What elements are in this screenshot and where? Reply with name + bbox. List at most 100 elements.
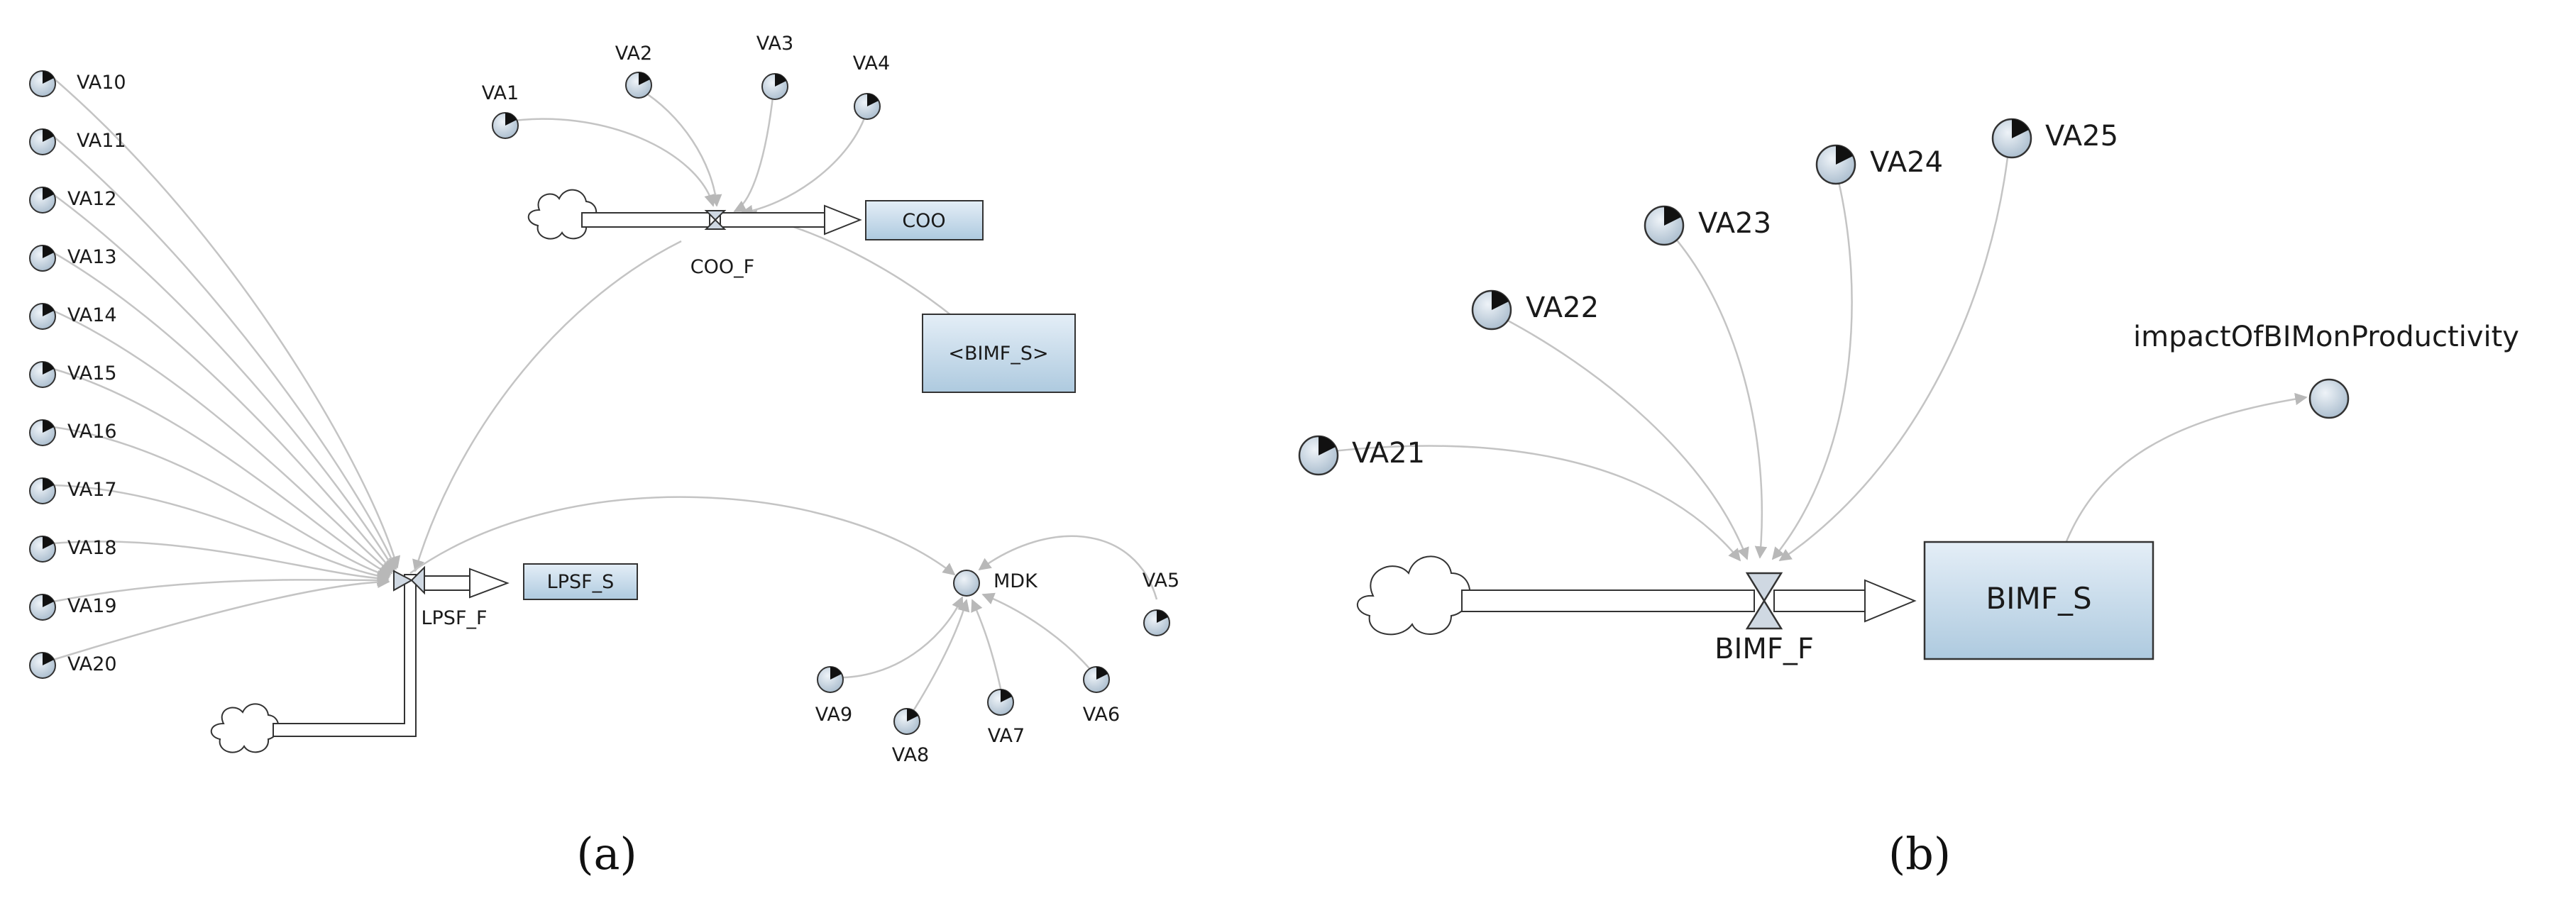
var-va5-label: VA5 <box>1143 570 1179 592</box>
stock-bimf-shadow-label: <BIMF_S> <box>948 343 1048 365</box>
panel-a-mdk-links <box>409 496 1158 717</box>
link-va23-bimf <box>1663 225 1768 559</box>
aux-impact[interactable] <box>2308 378 2350 419</box>
bimf-arrow-head <box>1864 579 1917 623</box>
var-va16-label: VA16 <box>67 421 117 443</box>
link-va1-coo <box>503 118 717 207</box>
panel-a-left-links <box>53 77 401 661</box>
var-va1[interactable] <box>492 112 519 139</box>
link-va24-bimf <box>1771 164 1853 560</box>
var-va14-label: VA14 <box>67 304 117 326</box>
link-va22-bimf <box>1491 311 1749 560</box>
link-va14-lpsf <box>53 309 393 575</box>
var-va6[interactable] <box>1083 666 1110 693</box>
link-va6-mdk <box>981 592 1094 673</box>
var-va18-label: VA18 <box>67 537 117 559</box>
panel-b-vars: VA21 VA22 VA23 VA24 VA25 <box>1298 118 2118 476</box>
stock-bimf-shadow[interactable] <box>922 314 1076 393</box>
aux-mdk[interactable] <box>953 570 980 597</box>
coo-flow-pipe <box>527 189 862 240</box>
link-va10-lpsf <box>53 77 401 569</box>
var-va13[interactable] <box>29 245 56 272</box>
panel-a: COO_F COO <BIMF_S> LPSF_F LPSF_S MDK VA1… <box>29 33 1179 880</box>
lpsf-pipe-inlet <box>273 574 417 737</box>
var-va17[interactable] <box>29 477 56 504</box>
panel-a-top-vars: VA1 VA2 VA3 VA4 <box>482 33 890 139</box>
stock-lpsf[interactable] <box>523 563 638 600</box>
var-va23[interactable] <box>1644 205 1685 246</box>
link-va16-lpsf <box>53 426 391 580</box>
var-va7-label: VA7 <box>988 725 1025 747</box>
bimf-pipe-outlet <box>1773 589 1867 612</box>
panel-a-top-links <box>412 87 955 572</box>
coo-pipe-inlet <box>581 212 710 228</box>
bimf-pipe-inlet <box>1461 589 1755 612</box>
var-va20-label: VA20 <box>67 653 117 675</box>
var-va6-label: VA6 <box>1083 704 1120 726</box>
flow-bimf-label: BIMF_F <box>1714 633 1814 665</box>
var-va13-label: VA13 <box>67 246 117 268</box>
var-va12-label: VA12 <box>67 188 117 210</box>
var-va14[interactable] <box>29 303 56 330</box>
var-va11[interactable] <box>29 128 56 155</box>
var-va23-label: VA23 <box>1698 207 1771 240</box>
link-va2-coo <box>638 87 722 207</box>
var-va15[interactable] <box>29 361 56 388</box>
lpsf-pipe-outlet <box>422 575 473 591</box>
var-va16[interactable] <box>29 419 56 446</box>
lpsf-valve-icon[interactable] <box>393 565 425 595</box>
aux-mdk-label: MDK <box>993 570 1038 592</box>
var-va15-label: VA15 <box>67 362 117 384</box>
var-va24-label: VA24 <box>1870 146 1943 179</box>
link-va5-mdk <box>978 535 1158 600</box>
stock-coo[interactable] <box>865 200 984 240</box>
var-va9[interactable] <box>817 666 844 693</box>
var-va18[interactable] <box>29 536 56 563</box>
var-va12[interactable] <box>29 187 56 214</box>
var-va25-label: VA25 <box>2045 120 2118 153</box>
panel-b-links <box>1319 138 2308 562</box>
link-va13-lpsf <box>53 251 395 573</box>
stock-coo-label: COO <box>902 210 945 232</box>
link-va4-coo <box>740 109 869 218</box>
link-bimf-impact <box>2065 392 2308 542</box>
bimf-valve-icon[interactable] <box>1745 572 1783 630</box>
coo-pipe-outlet <box>720 212 827 228</box>
var-va24[interactable] <box>1815 144 1856 185</box>
var-va4-label: VA4 <box>853 52 890 74</box>
var-va22[interactable] <box>1471 289 1512 331</box>
link-va15-lpsf <box>53 367 392 576</box>
coo-arrow-head <box>824 204 862 236</box>
var-va5[interactable] <box>1143 609 1170 636</box>
var-va8[interactable] <box>893 708 920 735</box>
caption-b: (b) <box>1888 828 1951 880</box>
link-va8-mdk <box>908 599 970 717</box>
var-va17-label: VA17 <box>67 479 117 501</box>
stock-bimf[interactable] <box>1923 541 2154 660</box>
link-va11-lpsf <box>53 135 397 570</box>
var-va4[interactable] <box>854 93 881 120</box>
var-va2[interactable] <box>625 72 652 99</box>
flow-lpsf-label: LPSF_F <box>421 607 487 629</box>
cloud-icon <box>210 703 280 753</box>
var-va3[interactable] <box>761 73 788 100</box>
var-va21[interactable] <box>1298 435 1339 476</box>
link-lpsf-mdk <box>409 496 956 576</box>
var-va10[interactable] <box>29 70 56 97</box>
var-va21-label: VA21 <box>1352 437 1425 470</box>
link-va19-lpsf <box>53 574 390 603</box>
stock-bimf-label: BIMF_S <box>1986 581 2091 616</box>
var-va10-label: VA10 <box>77 72 126 94</box>
var-va19[interactable] <box>29 594 56 621</box>
link-coo-lpsf <box>412 240 682 572</box>
var-va1-label: VA1 <box>482 82 519 104</box>
var-va22-label: VA22 <box>1526 292 1599 324</box>
flow-coo-label: COO_F <box>690 256 754 278</box>
var-va25[interactable] <box>1991 118 2032 159</box>
panel-b: BIMF_F BIMF_S impactOfBIMonProductivity … <box>1298 118 2519 880</box>
var-va8-label: VA8 <box>892 744 929 766</box>
var-va7[interactable] <box>987 689 1014 716</box>
var-va11-label: VA11 <box>77 130 126 152</box>
var-va20[interactable] <box>29 652 56 679</box>
link-va21-bimf <box>1319 445 1741 562</box>
